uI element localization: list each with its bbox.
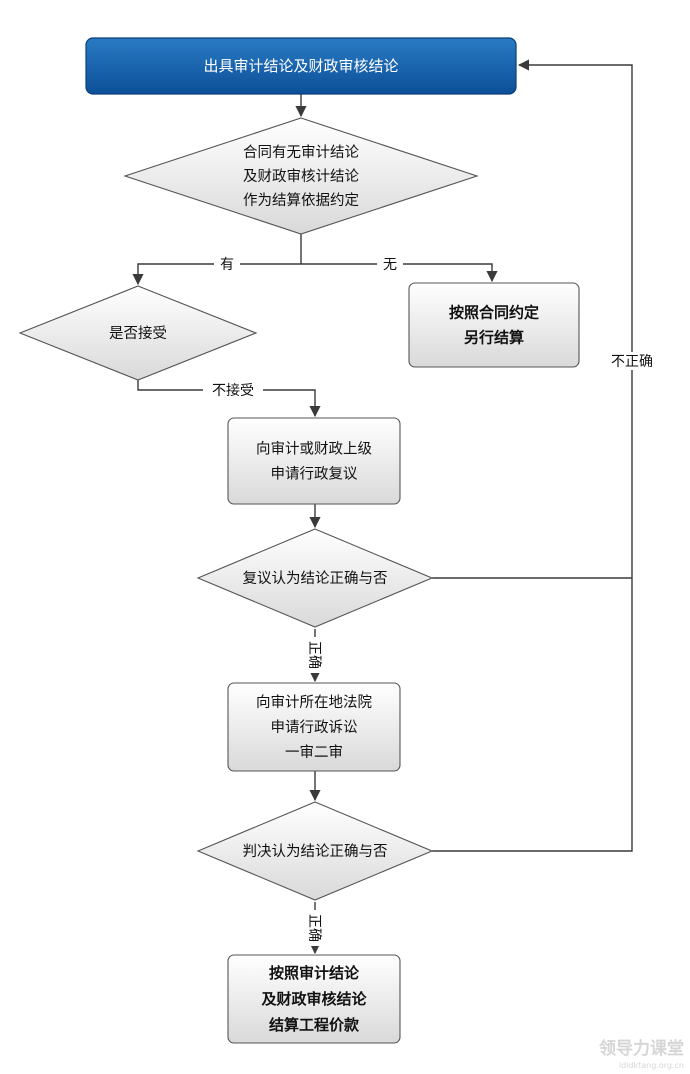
decision-review-line-1: 复议认为结论正确与否 bbox=[243, 569, 388, 587]
box-lawsuit-line-3: 一审二审 bbox=[285, 744, 343, 761]
decision-contract-text: 合同有无审计结论及财政审核计结论作为结算依据约定 bbox=[243, 144, 359, 209]
edge-label-correct-2: 正确 bbox=[306, 914, 322, 942]
edge-label-correct-1: 正确 bbox=[306, 641, 322, 669]
edge-label-not-accept: 不接受 bbox=[212, 382, 254, 399]
box-final-line-1: 按照审计结论 bbox=[269, 964, 360, 982]
box-lawsuit-line-2: 申请行政诉讼 bbox=[271, 719, 358, 736]
box-review-line-1: 向审计或财政上级 bbox=[256, 441, 372, 458]
edge-judgment-incorrect-feedback bbox=[432, 59, 633, 852]
edge-none-to-contract-settle bbox=[301, 263, 498, 283]
box-final-line-2: 及财政审核结论 bbox=[261, 990, 367, 1008]
decision-review-diamond: 复议认为结论正确与否 bbox=[196, 528, 434, 628]
decision-accept-diamond: 是否接受 bbox=[18, 285, 258, 381]
decision-contract-line-1: 合同有无审计结论 bbox=[243, 144, 359, 161]
start-text: 出具审计结论及财政审核结论 bbox=[203, 57, 398, 75]
box-final-line-3: 结算工程价款 bbox=[269, 1016, 360, 1034]
decision-accept-line-1: 是否接受 bbox=[109, 325, 167, 342]
review-box: 向审计或财政上级申请行政复议 bbox=[227, 417, 401, 505]
box-contract-settle-line-2: 另行结算 bbox=[464, 329, 524, 347]
decision-contract-diamond: 合同有无审计结论及财政审核计结论作为结算依据约定 bbox=[123, 117, 479, 235]
box-contract-settle-line-1: 按照合同约定 bbox=[449, 304, 539, 322]
decision-review-text: 复议认为结论正确与否 bbox=[243, 569, 388, 587]
box-lawsuit-text: 向审计所在地法院申请行政诉讼一审二审 bbox=[256, 694, 372, 761]
edge-label-incorrect: 不正确 bbox=[611, 354, 653, 370]
box-review-line-2: 申请行政复议 bbox=[271, 465, 358, 483]
decision-judgment-diamond: 判决认为结论正确与否 bbox=[196, 801, 434, 901]
final-box: 按照审计结论及财政审核结论结算工程价款 bbox=[227, 954, 401, 1044]
box-contract-settle-text: 按照合同约定另行结算 bbox=[449, 304, 539, 347]
edge-has-to-accept bbox=[132, 263, 301, 286]
edge-label-none: 无 bbox=[383, 257, 397, 273]
decision-judgment-line-1: 判决认为结论正确与否 bbox=[243, 843, 388, 860]
watermark: 领导力课堂 ldldktang.org.cn bbox=[599, 1038, 684, 1070]
box-final-text: 按照审计结论及财政审核结论结算工程价款 bbox=[261, 964, 367, 1034]
edge-label-has: 有 bbox=[220, 257, 234, 273]
decision-judgment-text: 判决认为结论正确与否 bbox=[243, 843, 388, 860]
decision-accept-text: 是否接受 bbox=[109, 325, 167, 342]
box-review-text: 向审计或财政上级申请行政复议 bbox=[256, 441, 372, 483]
start-box: 出具审计结论及财政审核结论 bbox=[85, 37, 517, 95]
watermark-url: ldldktang.org.cn bbox=[619, 1061, 684, 1070]
contract-settle-box: 按照合同约定另行结算 bbox=[408, 282, 580, 368]
decision-contract-line-2: 及财政审核计结论 bbox=[243, 168, 359, 185]
decision-contract-line-3: 作为结算依据约定 bbox=[243, 192, 359, 209]
lawsuit-box: 向审计所在地法院申请行政诉讼一审二审 bbox=[227, 682, 401, 772]
start-line-1: 出具审计结论及财政审核结论 bbox=[203, 57, 398, 75]
box-lawsuit-line-1: 向审计所在地法院 bbox=[256, 694, 372, 711]
watermark-text: 领导力课堂 bbox=[599, 1038, 684, 1059]
